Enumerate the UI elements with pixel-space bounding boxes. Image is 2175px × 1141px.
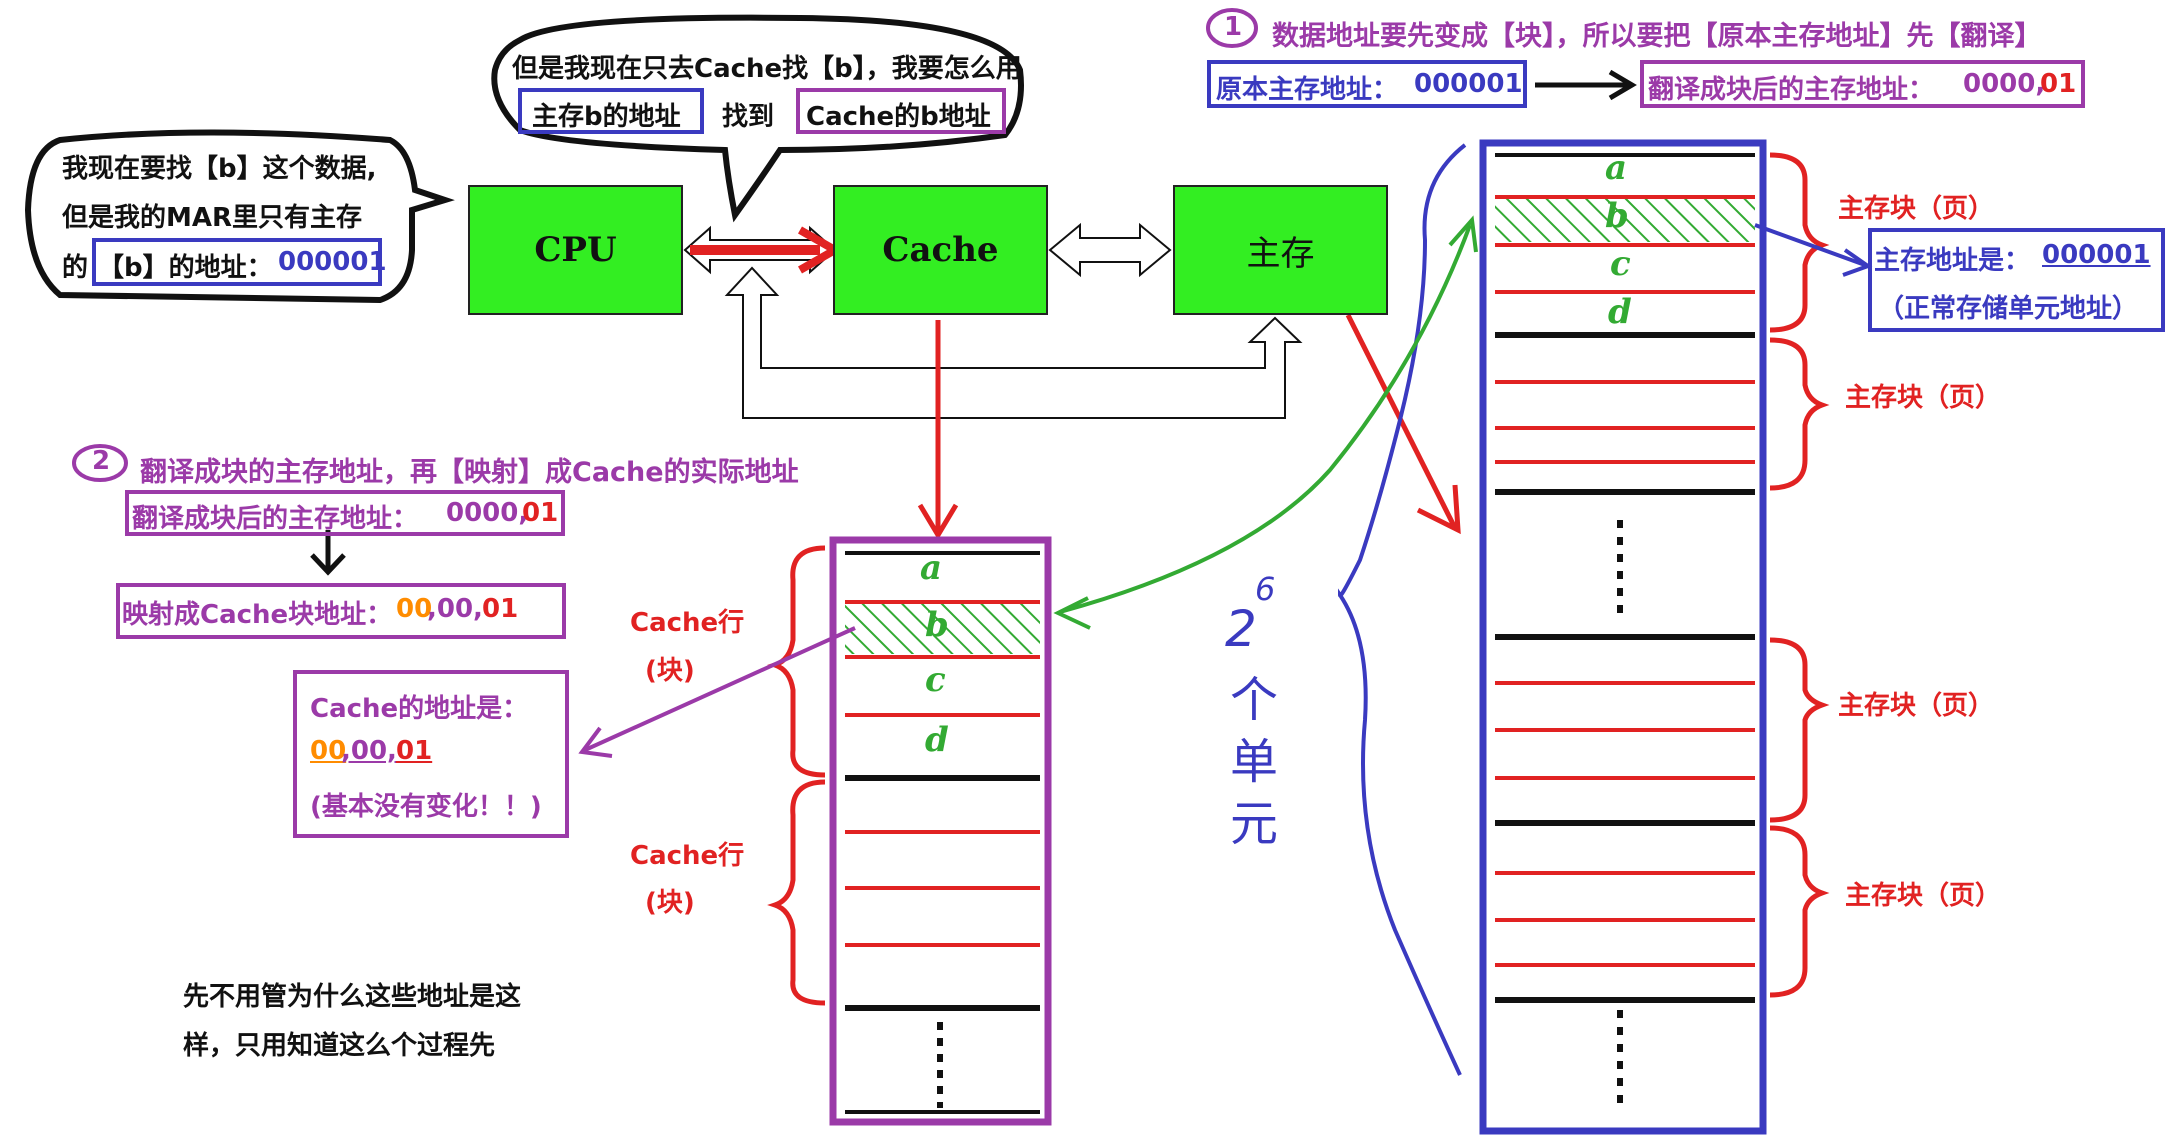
- main-memory-block: 主存: [1173, 185, 1388, 315]
- main-brace-1: [1769, 152, 1830, 333]
- step2-trans-label: 翻译成块后的主存地址：: [132, 504, 419, 534]
- units-brace: [1337, 143, 1467, 1076]
- step2-trans-box: [125, 490, 565, 536]
- bubble-left-line2: 但是我的MAR里只有主存: [62, 203, 363, 233]
- step2-map-c: 01: [482, 594, 519, 624]
- cache-address-note: (基本没有变化！！): [310, 792, 542, 822]
- main-block-label-2: 主存块（页）: [1845, 383, 2002, 413]
- units-base: 2: [1225, 600, 1257, 658]
- bubble-left-line3-prefix: 的: [62, 253, 89, 283]
- cache-block: Cache: [833, 185, 1048, 315]
- units-text2: 单: [1230, 734, 1279, 790]
- main-address-box: [1868, 228, 2165, 332]
- bubble-left-line1: 我现在要找【b】这个数据,: [62, 154, 377, 184]
- cache-main-arrow: [1048, 222, 1172, 278]
- cache-line-label-1a: Cache行: [630, 608, 745, 638]
- main-block-label-1: 主存块（页）: [1838, 194, 1995, 224]
- note-line2: 样，只用知道这么个过程先: [183, 1031, 496, 1061]
- bubble-left-line3-label: 【b】的地址：: [98, 253, 273, 283]
- cache-brace-2: [767, 779, 826, 1006]
- cache-cell-b: b: [925, 605, 949, 645]
- step1-trans-value-a: 0000,: [1963, 69, 2046, 99]
- main-brace-2: [1769, 337, 1830, 491]
- step1-trans-label: 翻译成块后的主存地址：: [1648, 75, 1935, 105]
- bubble-top-line1: 但是我现在只去Cache找【b】，我要怎么用: [512, 54, 1022, 84]
- main-address-value: 000001: [2042, 240, 2151, 270]
- bubble-left-address-box: [92, 238, 382, 286]
- bus-arrow-lower: [724, 266, 1303, 419]
- step2-map-label: 映射成Cache块地址：: [122, 600, 393, 630]
- main-cell-c: c: [1610, 244, 1631, 284]
- step2-trans-value-a: 0000,: [446, 498, 529, 528]
- step1-orig-box: [1207, 60, 1527, 108]
- cache-address-b: ,00,: [341, 736, 397, 766]
- left-bubble-outline: [24, 129, 455, 304]
- cache-address-c: 01: [396, 736, 433, 766]
- cache-line-label-2a: Cache行: [630, 841, 745, 871]
- step1-orig-value: 000001: [1414, 69, 1523, 99]
- cache-line-label-2b: (块): [645, 888, 695, 918]
- cache-line-label-1b: (块): [645, 656, 695, 686]
- step1-title: 数据地址要先变成【块】，所以要把【原本主存地址】先【翻译】: [1272, 21, 2042, 52]
- step2-map-box: [116, 583, 566, 639]
- note-line1: 先不用管为什么这些地址是这: [183, 982, 522, 1012]
- main-address-label: 主存地址是：: [1874, 246, 2031, 276]
- step1-number: 1: [1224, 12, 1243, 42]
- cpu-block: CPU: [468, 185, 683, 315]
- step1-trans-box: [1640, 60, 2085, 108]
- main-block-label-4: 主存块（页）: [1845, 881, 2002, 911]
- cache-address-line1: Cache的地址是：: [310, 694, 529, 724]
- bubble-top-box2-text: Cache的b地址: [806, 102, 991, 132]
- step1-orig-label: 原本主存地址：: [1216, 75, 1399, 105]
- main-block-label-3: 主存块（页）: [1838, 691, 1995, 721]
- main-cell-a: a: [1605, 148, 1628, 188]
- cache-address-box: [293, 670, 569, 838]
- main-cell-b: b: [1605, 196, 1629, 236]
- cache-table: [829, 536, 1052, 1126]
- units-text3: 元: [1230, 796, 1279, 852]
- main-brace-4: [1769, 825, 1830, 998]
- cache-cell-a: a: [920, 548, 943, 588]
- bubble-top-box2: [796, 88, 1006, 134]
- step2-trans-value-b: 01: [522, 498, 559, 528]
- bubble-top-middle: 找到: [722, 102, 775, 132]
- step2-number: 2: [92, 446, 111, 476]
- step2-map-a: 00: [396, 594, 433, 624]
- bubble-top-box1: [518, 88, 704, 134]
- cache-cell-d: d: [925, 720, 949, 760]
- main-address-note: （正常存储单元地址）: [1878, 294, 2139, 324]
- bubble-top-box1-text: 主存b的地址: [532, 102, 681, 132]
- cache-cell-c: c: [925, 660, 946, 700]
- mapping-arrow: [1059, 224, 1472, 614]
- main-cell-d: d: [1608, 292, 1632, 332]
- step1-trans-value-b: 01: [2040, 69, 2077, 99]
- units-text1: 个: [1230, 672, 1279, 728]
- units-exp: 6: [1255, 570, 1276, 608]
- main-table: [1479, 139, 1767, 1135]
- main-brace-3: [1769, 637, 1830, 823]
- step2-map-b: ,00,: [427, 594, 483, 624]
- step2-title: 翻译成块的主存地址，再【映射】成Cache的实际地址: [140, 457, 799, 488]
- bubble-left-line3-value: 000001: [278, 247, 387, 277]
- cache-address-a: 00: [310, 736, 347, 766]
